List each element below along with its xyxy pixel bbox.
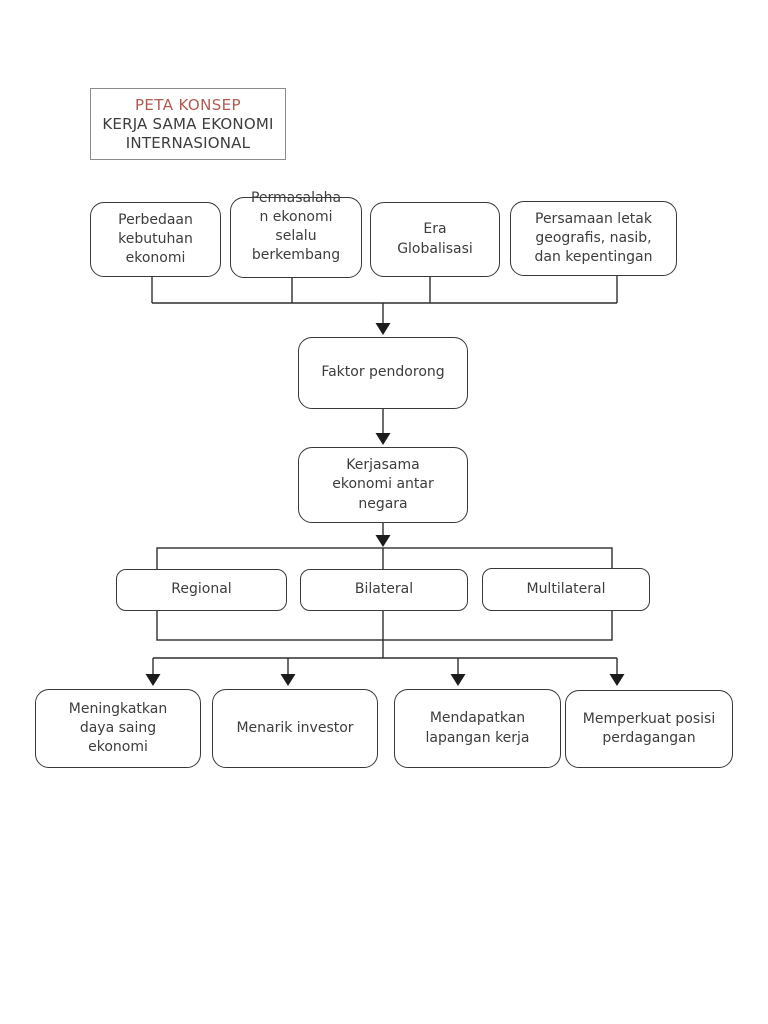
node-permasalahan-ekonomi: Permasalaha n ekonomi selalu berkembang [230, 190, 362, 278]
node-label: Kerjasama ekonomi antar negara [332, 457, 434, 512]
node-label: Faktor pendorong [321, 364, 445, 381]
node-label: Multilateral [526, 580, 606, 597]
node-label: Bilateral [354, 581, 414, 598]
node-label: Era Globalisasi [397, 221, 473, 257]
node-label: Mendapatkan lapangan kerja [425, 710, 530, 746]
node-label: Meningkatkan daya saing ekonomi [68, 700, 168, 756]
arrowhead-to-benefit-3 [450, 674, 466, 686]
title-subtitle: KERJA SAMA EKONOMI INTERNASIONAL [102, 115, 274, 152]
arrowhead-to-benefit-1 [145, 674, 161, 686]
node-regional: Regional [116, 569, 287, 611]
arrow-kerjasama-to-branch-frame [375, 523, 391, 547]
node-faktor-pendorong: Faktor pendorong [298, 337, 468, 409]
node-bilateral: Bilateral [300, 569, 468, 611]
arrow-faktor-to-kerjasama [375, 409, 391, 445]
node-label: Permasalaha n ekonomi selalu berkembang [250, 190, 342, 264]
arrowhead-to-branch-frame [375, 535, 391, 547]
node-meningkatkan-daya-saing: Meningkatkan daya saing ekonomi [35, 689, 201, 768]
node-mendapatkan-lapangan-kerja: Mendapatkan lapangan kerja [394, 689, 561, 768]
node-memperkuat-posisi-perdagangan: Memperkuat posisi perdagangan [565, 690, 733, 768]
title-box: PETA KONSEP KERJA SAMA EKONOMI INTERNASI… [90, 88, 286, 160]
node-label: Persamaan letak geografis, nasib, dan ke… [534, 210, 653, 266]
arrowhead-to-benefit-2 [280, 674, 296, 686]
arrowhead-to-benefit-4 [609, 674, 625, 686]
arrowhead-to-kerjasama [375, 433, 391, 445]
node-era-globalisasi: Era Globalisasi [370, 202, 500, 277]
node-menarik-investor: Menarik investor [212, 689, 378, 768]
node-label: Memperkuat posisi perdagangan [582, 710, 716, 746]
arrowhead-to-faktor-pendorong [375, 323, 391, 335]
node-perbedaan-kebutuhan-ekonomi: Perbedaan kebutuhan ekonomi [90, 202, 221, 277]
node-multilateral: Multilateral [482, 568, 650, 611]
bottom-bracket-connector [145, 657, 625, 686]
node-label: Perbedaan kebutuhan ekonomi [118, 211, 193, 267]
node-label: Menarik investor [236, 719, 354, 736]
title-heading: PETA KONSEP [134, 96, 242, 114]
top-bracket-connector [151, 276, 618, 335]
node-kerjasama-ekonomi-antar-negara: Kerjasama ekonomi antar negara [298, 447, 468, 523]
node-label: Regional [171, 581, 232, 598]
node-persamaan-letak-geografis: Persamaan letak geografis, nasib, dan ke… [510, 201, 677, 276]
